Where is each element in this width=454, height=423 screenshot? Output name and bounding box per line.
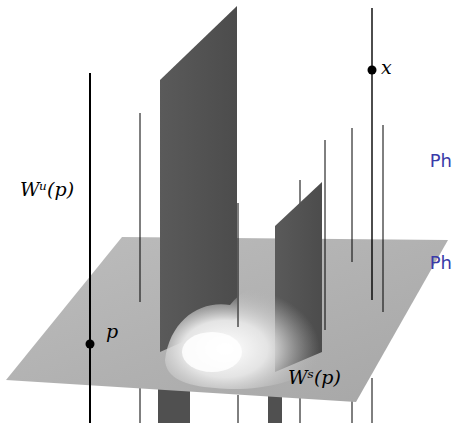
unstable-wall [160,6,237,352]
cut-text: Ph [430,254,452,272]
fixed-point-dot [86,340,95,349]
point-dot [368,66,377,75]
manifold-label: Wᵘ(p) [20,180,74,199]
fiber-lines-front [90,8,372,423]
cut-text: Ph [430,152,452,170]
point-label: p [106,322,118,341]
manifold-label: Wˢ(p) [288,368,341,387]
point-label: x [381,58,392,77]
bump-highlight [182,332,242,372]
